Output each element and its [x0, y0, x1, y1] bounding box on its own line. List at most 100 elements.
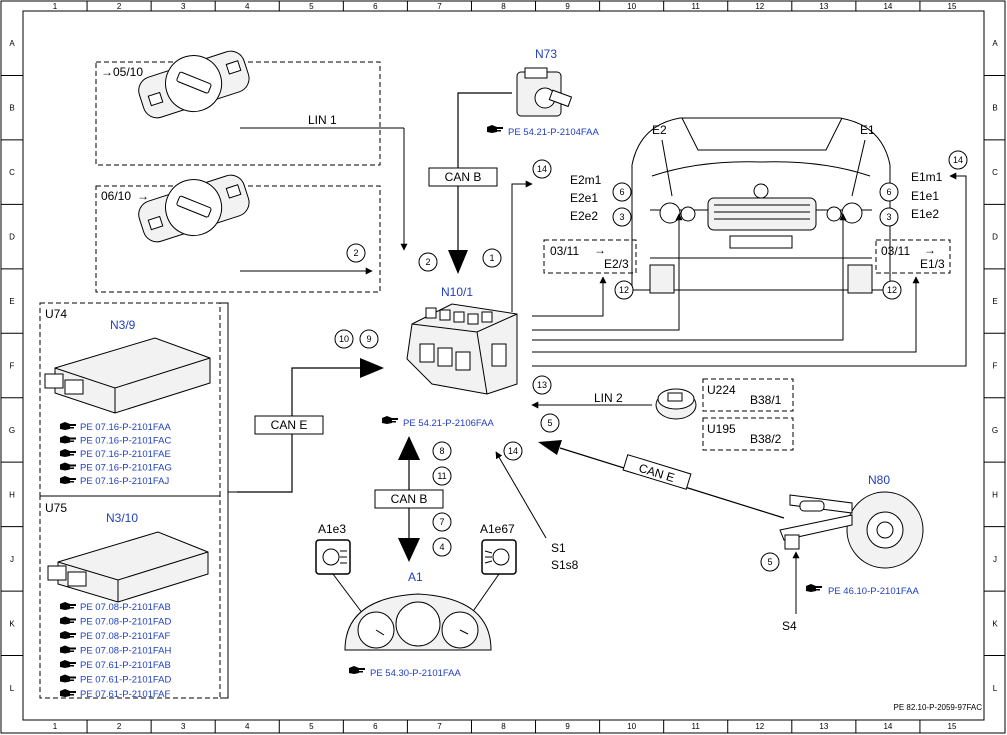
document-footer: PE 82.10-P-2059-97FAC: [894, 703, 983, 712]
reference-link[interactable]: PE 07.08-P-2101FAB: [80, 602, 171, 613]
u74-label: U74: [45, 307, 67, 321]
grid-row-label: J: [10, 555, 14, 564]
grid-column-label: 5: [309, 722, 314, 731]
grid-row-label: E: [9, 297, 14, 306]
svg-text:1: 1: [489, 253, 494, 263]
n80-steering-module: N80 5 S4 PE 46.10-P-2101FAA: [760, 473, 924, 633]
can-e-left-bus: CAN E: [237, 358, 384, 493]
rain-light-sensor: U224 B38/1 U195 B38/2: [655, 378, 794, 451]
n10-1-ref: PE 54.21-P-2106FAA: [403, 418, 494, 429]
grid-row-label: D: [9, 233, 15, 242]
grid-row-label: K: [992, 619, 998, 628]
u195-label: U195: [707, 422, 736, 436]
grid-column-label: 12: [755, 2, 764, 11]
reference-link[interactable]: PE 07.08-P-2101FAD: [80, 617, 171, 628]
svg-text:4: 4: [439, 542, 444, 552]
control-unit-icon: [47, 531, 209, 603]
grid-column-label: 14: [883, 2, 892, 11]
e2-3-date: 03/11: [550, 244, 579, 258]
ignition-switch-icon: [138, 50, 250, 119]
reference-link[interactable]: PE 07.08-P-2101FAH: [80, 646, 171, 657]
svg-text:→: →: [101, 65, 113, 79]
grid-column-label: 9: [565, 2, 570, 11]
grid-row-label: C: [992, 168, 998, 177]
u224-label: U224: [707, 383, 736, 397]
e2-item-0: E2m1: [570, 173, 602, 187]
s1-variant-0510: → 05/10 S1 LIN 1: [95, 50, 408, 251]
grid-column-label: 11: [692, 2, 701, 11]
e2-item-1: E2e1: [570, 191, 598, 205]
grid-column-label: 11: [692, 722, 701, 731]
can-b-bottom-label: CAN B: [391, 492, 428, 506]
pointing-hand-icon: [60, 422, 76, 430]
svg-text:13: 13: [537, 380, 547, 390]
grid-column-label: 12: [755, 722, 764, 731]
svg-text:14: 14: [508, 446, 518, 456]
b38-1-label: B38/1: [750, 393, 782, 407]
pointing-hand-icon: [60, 689, 76, 697]
headlamp-symbol-icon: [481, 539, 517, 575]
u74-reference-list: PE 07.16-P-2101FAA PE 07.16-P-2101FAC PE 0…: [60, 422, 172, 487]
e1-3-label: E1/3: [920, 257, 945, 271]
reference-link[interactable]: PE 07.16-P-2101FAC: [80, 436, 171, 447]
grid-row-label: D: [992, 233, 998, 242]
grid-column-label: 7: [437, 722, 442, 731]
reference-link[interactable]: PE 07.16-P-2101FAE: [80, 449, 171, 460]
e1-components: E1m1 E1e1 E1e2 14 6 3 03/11 → E1/3 12: [875, 150, 968, 300]
svg-text:→: →: [137, 189, 149, 203]
svg-text:7: 7: [439, 517, 444, 527]
grid-row-label: L: [993, 684, 998, 693]
pointing-hand-icon: [60, 449, 76, 457]
rain-light-sensor-icon: [655, 388, 697, 420]
e2-components: E2m1 E2e1 E2e2 14 6 3 03/11 → E2/3 12: [532, 159, 637, 300]
e1-3-date: 03/11: [881, 244, 910, 258]
grid-column-label: 14: [883, 722, 892, 731]
grid-column-label: 3: [181, 722, 186, 731]
s4-label: S4: [782, 619, 797, 633]
can-b-top-bus: CAN B 2 1: [418, 92, 512, 274]
pointing-hand-icon: [60, 660, 76, 668]
vehicle-front-view: E2 E1: [631, 117, 891, 294]
grid-column-label: 8: [501, 2, 506, 11]
svg-text:2: 2: [353, 248, 358, 258]
s1s8-label: S1s8: [551, 558, 579, 572]
reference-link[interactable]: PE 07.08-P-2101FAF: [80, 631, 170, 642]
grid-row-label: A: [9, 39, 15, 48]
grid-column-label: 10: [627, 722, 636, 731]
headlamp-symbol-icon: [315, 539, 351, 575]
grid-row-label: C: [9, 168, 15, 177]
a1-instrument-cluster: A1e3 A1e67 A1 PE 54.30-P-2101FAA: [315, 522, 517, 679]
svg-text:8: 8: [439, 446, 444, 456]
pointing-hand-icon: [60, 616, 76, 625]
grid-column-label: 5: [309, 2, 314, 11]
pointing-hand-icon: [60, 602, 76, 610]
grid-column-label: 4: [245, 2, 250, 11]
reference-link[interactable]: PE 07.16-P-2101FAG: [80, 463, 172, 474]
grid-row-label: K: [9, 619, 15, 628]
grid-row-label: H: [9, 490, 15, 499]
reference-link[interactable]: PE 07.61-P-2101FAB: [80, 660, 171, 671]
reference-link[interactable]: PE 07.16-P-2101FAA: [80, 422, 171, 433]
can-b-bottom-bus: CAN B 8 11 7 4: [374, 436, 452, 562]
lin2-label: LIN 2: [594, 391, 623, 405]
grid-column-label: 9: [565, 722, 570, 731]
grid-column-label: 1: [53, 2, 58, 11]
grid-column-label: 8: [501, 722, 506, 731]
grid-column-label: 13: [819, 722, 828, 731]
reference-link[interactable]: PE 07.16-P-2101FAJ: [80, 476, 169, 487]
grid-column-label: 2: [117, 2, 122, 11]
date-0610: 06/10: [101, 189, 131, 203]
s1-bottom-label: S1: [551, 541, 566, 555]
a1-ref: PE 54.30-P-2101FAA: [370, 668, 461, 679]
reference-link[interactable]: PE 07.61-P-2101FAD: [80, 675, 171, 686]
n10-1-output-lines: LIN 2 13 5: [511, 172, 967, 433]
reference-link[interactable]: PE 07.61-P-2101FAF: [80, 689, 170, 700]
date-0510: 05/10: [113, 65, 143, 79]
n80-ref: PE 46.10-P-2101FAA: [828, 586, 919, 597]
control-unit-icon: [406, 303, 518, 395]
n73-label: N73: [535, 47, 557, 61]
e2-3-label: E2/3: [604, 257, 629, 271]
grid-row-label: J: [993, 555, 997, 564]
